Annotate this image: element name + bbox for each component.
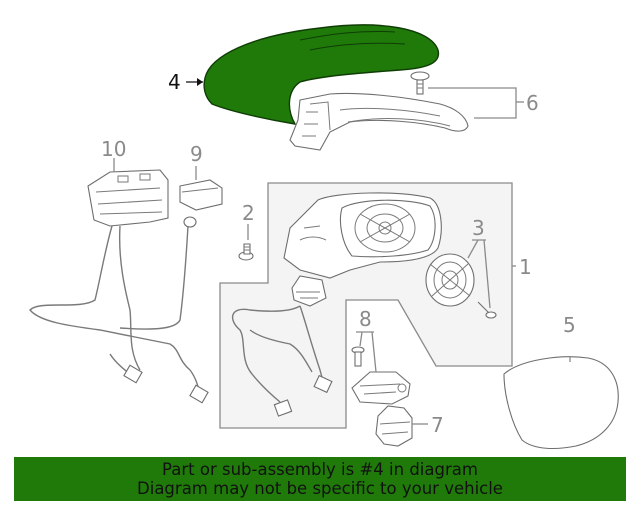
info-banner: Part or sub-assembly is #4 in diagram Di… [14,457,626,501]
sensor-module-part-9[interactable] [179,179,223,228]
callout-9: 9 [190,142,203,166]
motor-part-7[interactable] [375,405,413,447]
control-module-part-10[interactable] [87,169,169,227]
screw-part-3[interactable] [477,301,497,319]
screw-part-6[interactable] [410,71,430,95]
turn-signal-part-6[interactable] [289,92,469,151]
motor-part-3[interactable] [425,253,475,307]
callout-10: 10 [101,137,126,161]
callout-8: 8 [359,307,372,331]
leader-lines [113,78,571,425]
callout-1: 1 [519,255,532,279]
banner-line-2: Diagram may not be specific to your vehi… [137,479,503,498]
callout-3: 3 [472,216,485,240]
callout-5: 5 [563,313,576,337]
fastener-part-2[interactable] [238,243,254,261]
screw-part-8[interactable] [351,346,365,367]
wiring-harness [29,225,327,403]
callout-7: 7 [431,413,444,437]
callout-2: 2 [242,201,255,225]
callout-6: 6 [526,91,539,115]
mirror-glass-part-5[interactable] [503,356,619,450]
callout-4: 4 [168,70,181,94]
mirror-cover-part-4[interactable] [203,24,440,125]
banner-line-1: Part or sub-assembly is #4 in diagram [162,460,478,479]
connector-plugs [123,364,333,417]
mirror-housing-part-1[interactable] [283,192,442,307]
actuator-part-8[interactable] [351,371,411,405]
parts-diagram: 4 6 10 9 2 3 1 5 8 7 [29,24,619,450]
